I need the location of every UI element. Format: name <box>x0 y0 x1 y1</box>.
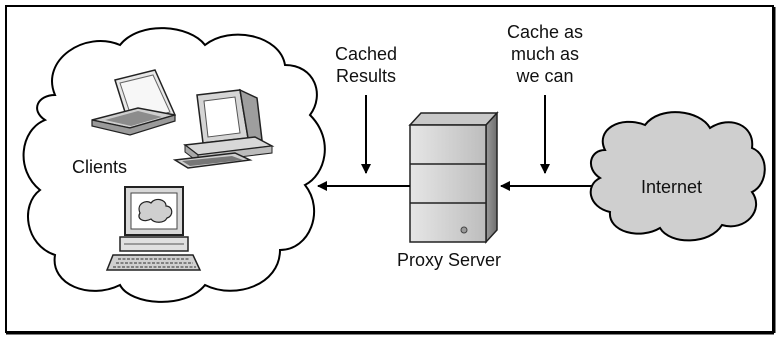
proxy-server-icon <box>408 111 499 244</box>
laptop-icon <box>91 69 177 136</box>
cache-as-much-line-2: much as <box>510 44 580 64</box>
cache-as-much-annotation: Cache as much as we can <box>500 21 590 87</box>
desktop-computer-icon <box>172 88 275 169</box>
cached-results-line-1: Cached <box>334 44 398 64</box>
internet-cloud <box>589 111 766 242</box>
terminal-computer-icon <box>105 186 202 271</box>
cache-as-much-line-3: we can <box>516 66 574 86</box>
clients-label: Clients <box>72 157 128 177</box>
cache-as-much-line-1: Cache as <box>506 22 584 42</box>
cached-results-line-2: Results <box>335 66 397 86</box>
diagram-frame <box>5 5 776 335</box>
proxy-server-label: Proxy Server <box>397 250 502 270</box>
cached-results-annotation: Cached Results <box>326 43 406 87</box>
internet-label: Internet <box>641 177 703 197</box>
